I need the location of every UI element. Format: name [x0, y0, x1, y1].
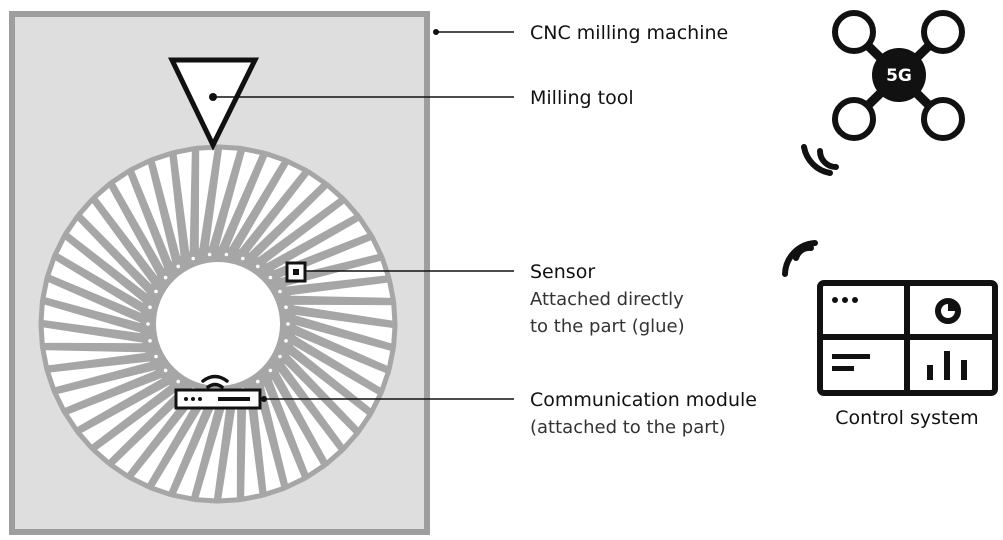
- hub-dot: [255, 379, 260, 384]
- hub-dot: [284, 305, 288, 310]
- label-comm-module-note: (attached to the part): [530, 417, 726, 438]
- hub-dot: [163, 368, 168, 373]
- hub-dot: [176, 379, 180, 384]
- hub-dot: [176, 264, 180, 269]
- hub-dot: [278, 354, 282, 359]
- hub-dot: [207, 252, 212, 257]
- dashboard-bar-chart-icon: [927, 365, 933, 380]
- hub-dot: [278, 289, 282, 294]
- module-wifi-icon: [201, 374, 229, 383]
- hub-dot: [191, 256, 195, 261]
- label-comm-module: Communication module: [530, 389, 757, 411]
- label-sensor: Sensor: [530, 261, 595, 283]
- hub-dot: [146, 322, 150, 326]
- label-control-system: Control system: [835, 407, 978, 429]
- hub-dot: [255, 264, 260, 269]
- hub-dot: [268, 275, 273, 280]
- hub-dot: [268, 368, 273, 373]
- label-milling-tool: Milling tool: [530, 87, 634, 109]
- label-sensor-note-1: Attached directly: [530, 289, 684, 310]
- hub-dot: [154, 289, 158, 294]
- label-cnc-machine: CNC milling machine: [530, 22, 728, 44]
- hub-dot: [154, 354, 158, 359]
- 5g-badge: [872, 48, 926, 102]
- hub-dot: [241, 256, 245, 261]
- part-hub-ring: [140, 246, 296, 402]
- label-sensor-note-2: to the part (glue): [530, 316, 685, 337]
- dashboard-text-lines-icon: [832, 354, 870, 359]
- dashboard-dots-icon: [832, 297, 838, 303]
- milling-tool-icon: [168, 57, 260, 151]
- 5g-network-hub-icon: 5G: [832, 10, 965, 141]
- wireless-signal-icon-2: [782, 240, 818, 277]
- hub-dot: [148, 305, 152, 310]
- hub-dot: [163, 275, 168, 280]
- hub-dot: [148, 339, 152, 343]
- sensor-core: [293, 269, 299, 275]
- control-dashboard-icon: [817, 280, 998, 396]
- hub-dot: [284, 339, 288, 343]
- turbine-part: [38, 144, 398, 504]
- hub-dot: [286, 322, 290, 326]
- wireless-signal-icon: [801, 144, 839, 176]
- hub-dots: [146, 252, 290, 396]
- communication-module-icon: [174, 374, 262, 410]
- 5g-badge-label: 5G: [886, 66, 912, 86]
- hub-dot: [224, 252, 229, 257]
